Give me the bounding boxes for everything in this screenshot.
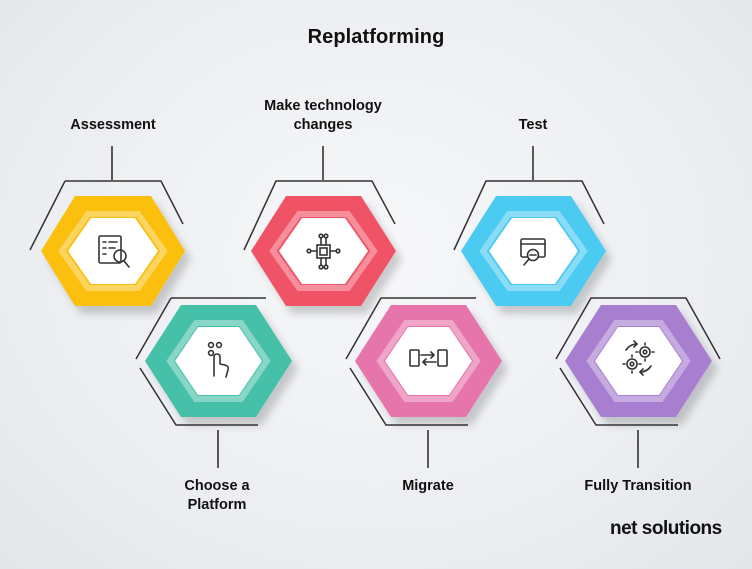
step-migrate-hex: [345, 297, 502, 417]
hand-touch-icon: [207, 341, 229, 378]
gears-cycle-icon: [622, 340, 655, 376]
label-migrate: Migrate: [402, 478, 454, 494]
label-technology-changes: Make technology changes: [264, 98, 382, 133]
step-transition-hex: [555, 297, 721, 417]
browser-test-icon: [520, 238, 546, 266]
label-choose-platform: Choose a Platform: [184, 478, 250, 513]
label-assessment: Assessment: [70, 117, 156, 133]
chip-circuit-icon: [306, 233, 341, 270]
step-choose-platform-hex: [135, 297, 292, 417]
document-analysis-icon: [98, 235, 130, 268]
diagram-title: Replatforming: [307, 26, 445, 48]
step-assessment-hex: [29, 180, 185, 306]
migrate-arrows-icon: [409, 349, 448, 367]
brand-logo: net solutions: [610, 518, 722, 540]
brand-name: net solutions: [610, 518, 722, 539]
step-technology-hex: [243, 180, 396, 306]
label-fully-transition: Fully Transition: [584, 478, 692, 494]
label-test: Test: [518, 117, 548, 133]
